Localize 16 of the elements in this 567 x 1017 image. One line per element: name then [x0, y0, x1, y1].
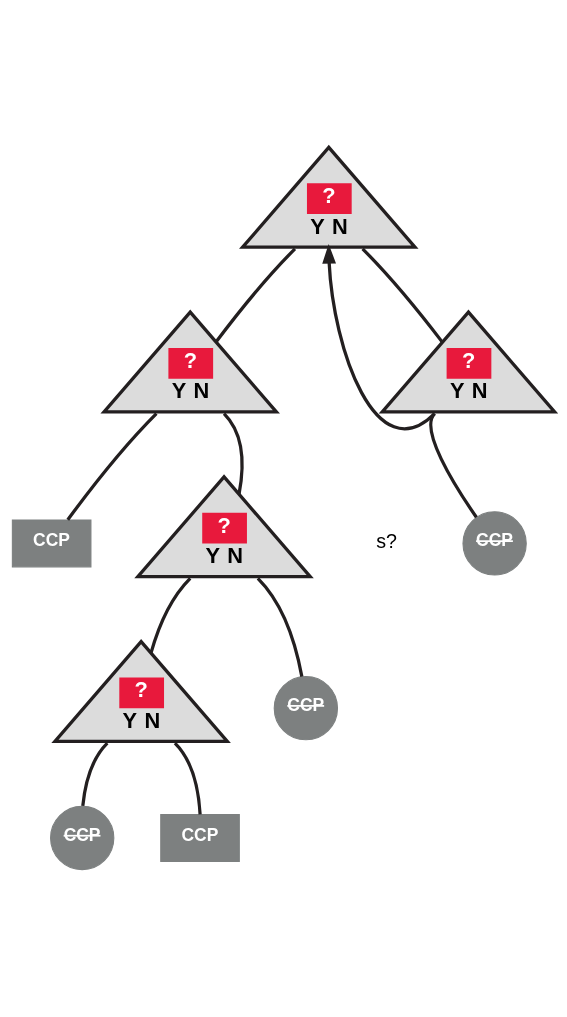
- connector: [361, 247, 444, 344]
- node-box: CCP: [11, 519, 92, 568]
- arrow: [322, 243, 436, 431]
- node-box: CCP: [160, 814, 240, 862]
- connector: [66, 412, 158, 521]
- connector: [429, 412, 478, 519]
- connector: [81, 741, 109, 807]
- connector: [149, 577, 192, 654]
- node-circle: CCP: [462, 511, 527, 576]
- label: s?: [376, 530, 397, 553]
- connector: [256, 577, 304, 677]
- connector: [173, 742, 202, 815]
- node-circle: CCP: [50, 805, 115, 871]
- node-circle: CCP: [273, 675, 339, 741]
- connector: [214, 247, 297, 343]
- connector: [222, 412, 244, 495]
